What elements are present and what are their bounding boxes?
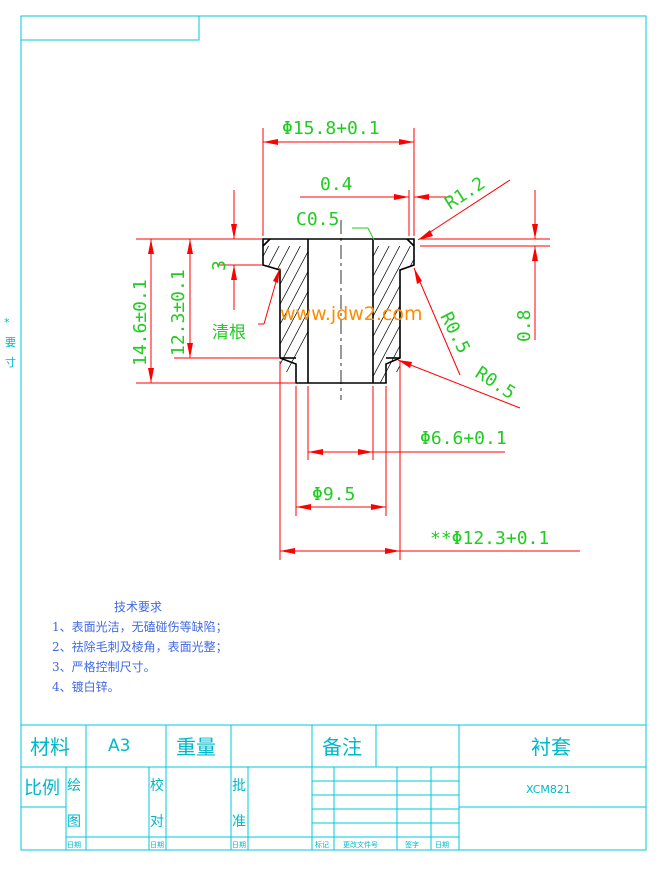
date-label-2: 日期 — [150, 841, 164, 849]
tech-item-3: 3、严格控制尺寸。 — [52, 659, 156, 674]
rev-header-doc: 更改文件号 — [343, 840, 378, 849]
side-note-2: 要 — [5, 336, 16, 349]
drawn-label: 绘 — [67, 778, 81, 794]
hatch-left — [263, 246, 308, 383]
dim-offset: 0.4 — [320, 174, 353, 195]
remarks-label: 备注 — [322, 735, 362, 759]
watermark: www.jdw2.com — [280, 303, 423, 325]
dim-radius-top: R1.2 — [441, 173, 489, 214]
approve-label: 批 — [232, 778, 246, 794]
check-label: 校 — [150, 777, 164, 794]
dim-radius-bot: R0.5 — [471, 363, 519, 404]
title-block — [21, 724, 646, 850]
dim-total-length: 14.6±0.1 — [130, 279, 151, 366]
dim-step-diameter: Φ9.5 — [312, 484, 355, 505]
approve-label-2: 准 — [232, 814, 246, 830]
dim-root-label: 清根 — [212, 323, 246, 343]
side-note-3: 寸 — [5, 355, 16, 369]
dim-flange-diameter: Φ15.8+0.1 — [282, 118, 380, 139]
dim-body-length: 12.3±0.1 — [168, 269, 189, 356]
tech-item-2: 2、祛除毛刺及棱角，表面光整； — [52, 639, 228, 654]
dimension-lines — [136, 128, 580, 560]
dim-chamfer: C0.5 — [296, 209, 339, 230]
hatch-right — [373, 246, 414, 383]
rev-header-mark: 标记 — [315, 840, 329, 849]
rev-header-sign: 签字 — [405, 840, 419, 849]
drawing-code: XCM821 — [526, 783, 571, 796]
scale-label: 比例 — [24, 778, 60, 799]
date-label-3: 日期 — [232, 841, 246, 849]
weight-label: 重量 — [176, 735, 216, 759]
tech-item-1: 1、表面光洁，无磕碰伤等缺陷； — [52, 619, 228, 634]
part-name: 衬套 — [531, 735, 571, 759]
bushing-outline — [262, 238, 415, 384]
dim-body-diameter: **Φ12.3+0.1 — [430, 528, 549, 549]
material-value: A3 — [108, 736, 130, 756]
drawn-label-2: 图 — [67, 814, 81, 830]
rev-header-date: 日期 — [435, 841, 449, 849]
side-note: * — [4, 316, 10, 329]
date-label-1: 日期 — [67, 841, 81, 849]
check-label-2: 对 — [150, 814, 164, 830]
code-box — [20, 15, 200, 41]
material-label: 材料 — [30, 735, 70, 759]
dim-bore-diameter: Φ6.6+0.1 — [420, 428, 507, 449]
tech-title: 技术要求 — [114, 600, 162, 614]
dim-flange-height: 3 — [209, 260, 230, 271]
dim-radius-mid: R0.5 — [436, 309, 474, 357]
dim-depth: 0.8 — [514, 309, 535, 342]
tech-item-4: 4、镀白锌。 — [52, 679, 120, 694]
bushing-section — [262, 220, 415, 400]
